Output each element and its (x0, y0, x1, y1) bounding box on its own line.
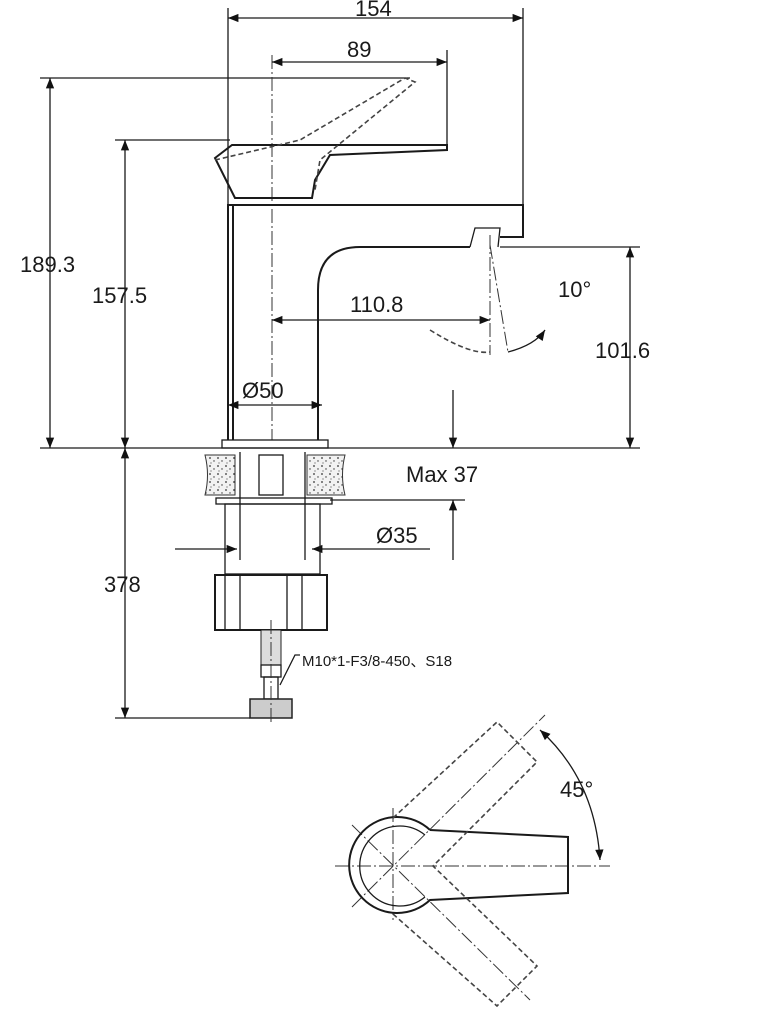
handle-side-view (213, 77, 448, 199)
handle-plan-view (335, 714, 610, 1008)
dim-110-8: 110.8 (350, 292, 403, 317)
spout-angle-line (489, 244, 509, 353)
extension-lines (40, 8, 640, 719)
dimension-lines (45, 13, 635, 718)
dim-diameter-35: Ø35 (376, 523, 418, 548)
dim-45-deg: 45° (560, 777, 593, 802)
dim-378: 378 (104, 572, 141, 597)
dim-189-3: 189.3 (20, 252, 75, 277)
dim-diameter-50: Ø50 (242, 378, 284, 403)
dim-101-6: 101.6 (595, 338, 650, 363)
hose-spec-label: M10*1-F3/8-450、S18 (302, 653, 452, 670)
dim-154: 154 (355, 0, 392, 21)
dim-157-5: 157.5 (92, 283, 147, 308)
dim-max-37: Max 37 (406, 462, 478, 487)
mounting-assembly (204, 452, 346, 725)
dim-10-deg: 10° (558, 277, 591, 302)
dim-89: 89 (347, 37, 371, 62)
faucet-body (221, 204, 524, 449)
